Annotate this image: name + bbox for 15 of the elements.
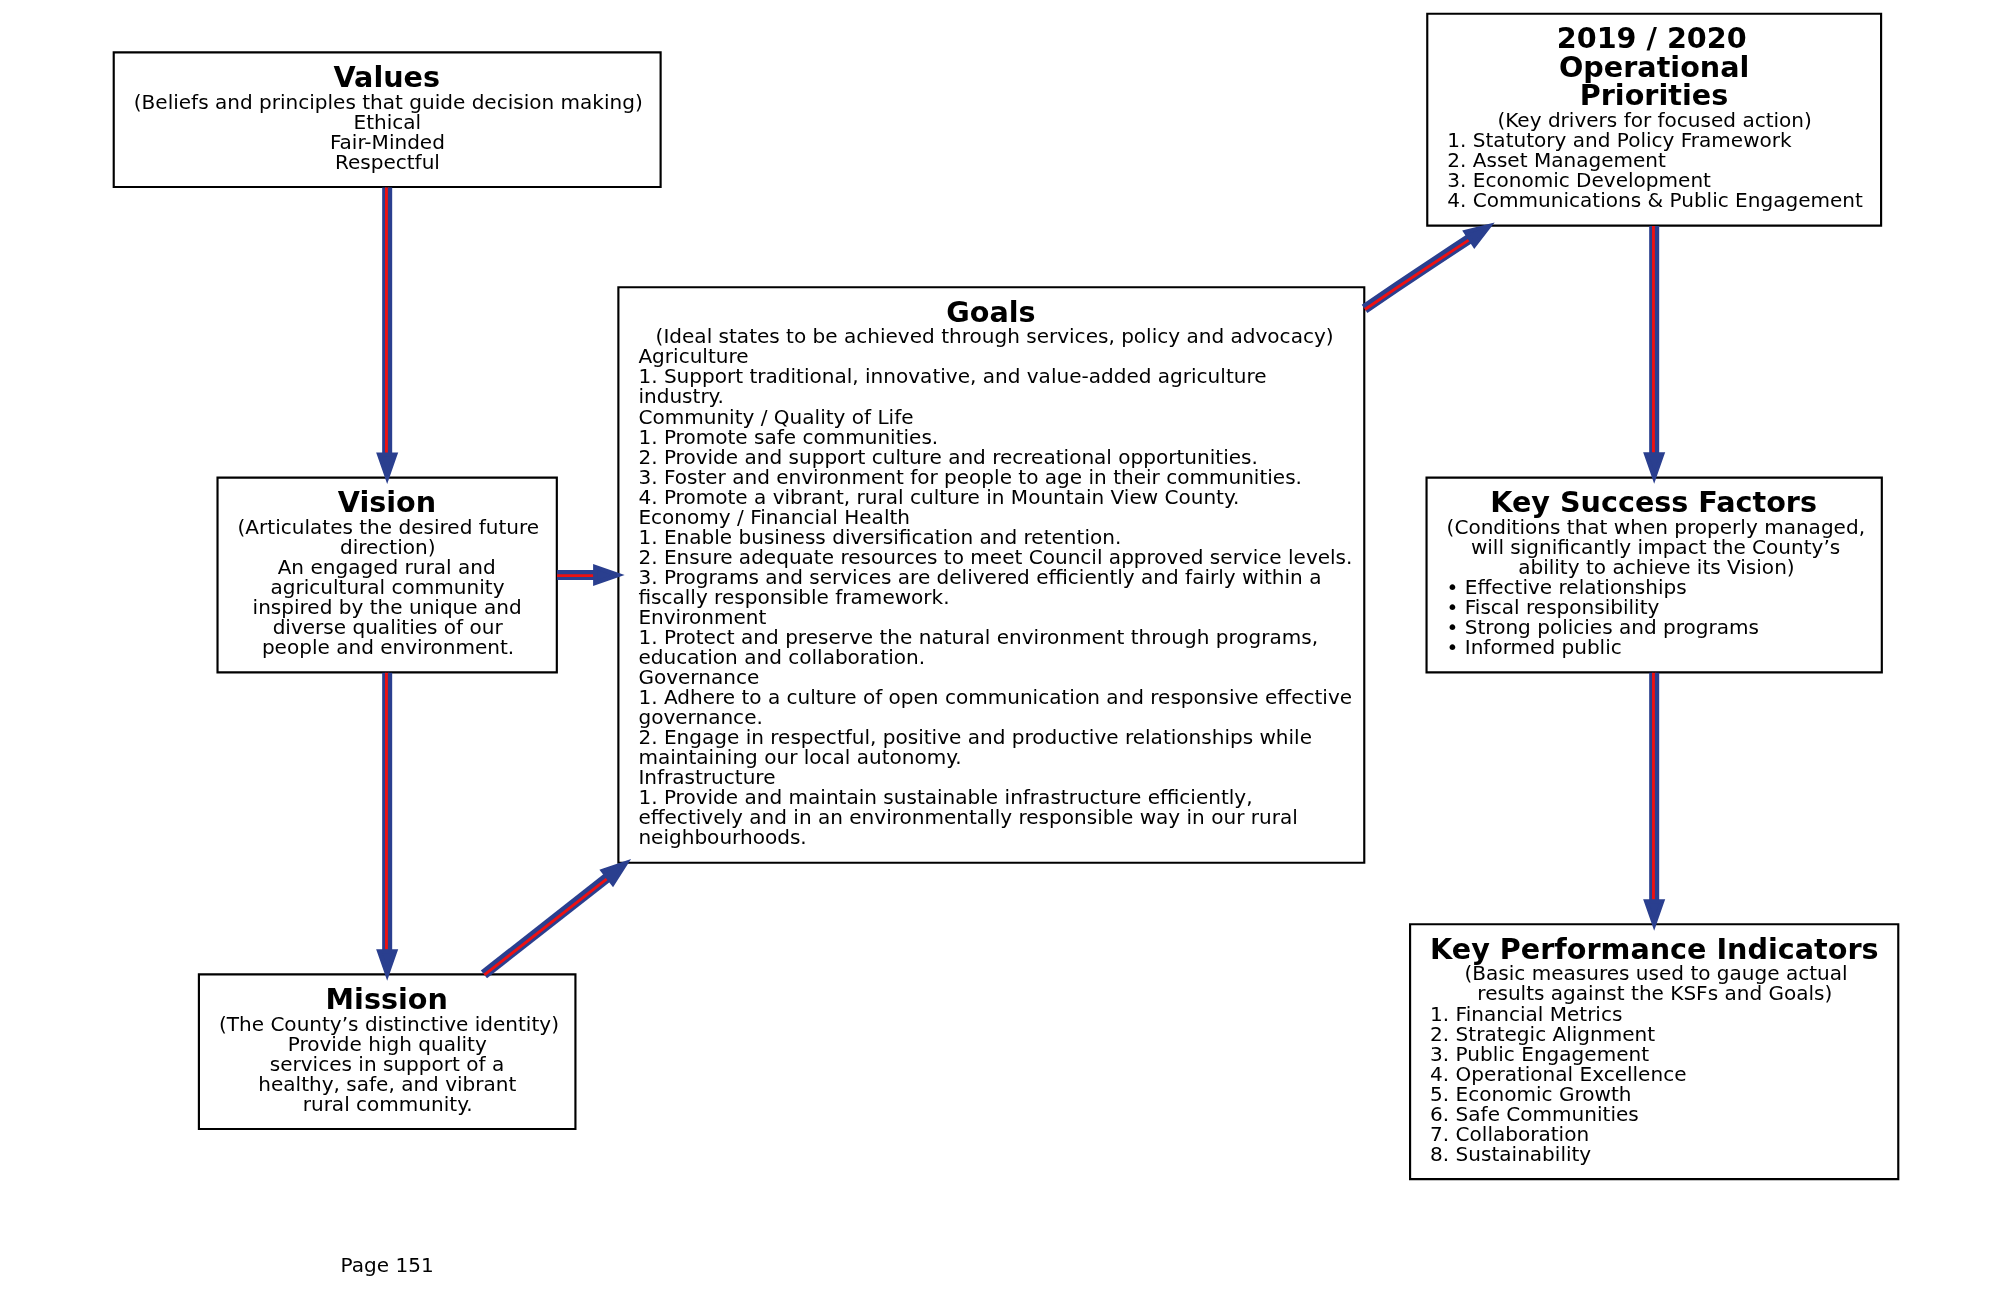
node-box: Key Performance Indicators (Basic measures used to gauge actual results against the KSFs and Goals) 1. Financial Metrics 2. Strategic Alignment 3. Public Engagement 4. Operational Excellence 5. Economic Growth 6. Safe Communities 7. Collaboration 8. Sustainability: [1408, 923, 1899, 1181]
arrow: [375, 672, 398, 981]
arrow: [1642, 672, 1665, 931]
label: Page 151: [340, 1252, 434, 1277]
arrow: [480, 859, 631, 979]
node-box: Key Success Factors (Conditions that when properly managed, will significantly impact the County’s ability to achieve its Vision) • Effective relationships • Fiscal responsibility • Strong policies and programs • Informed public: [1424, 476, 1883, 674]
node-box: Values (Beliefs and principles that guide decision making) Ethical Fair-Minded Respectful: [112, 51, 662, 189]
node-box: Mission (The County’s distinctive identity) Provide high quality services in support of a healthy, safe, and vibrant rural community.: [197, 973, 576, 1131]
arrow: [1361, 222, 1495, 314]
arrow: [1642, 226, 1665, 484]
arrow: [375, 187, 398, 484]
arrow: [556, 563, 625, 586]
node-box: Goals (Ideal states to be achieved through services, policy and advocacy) Agriculture 1. Support traditional, innovative, and value-added agriculture industry. Community / Quality of Life 1. Promote safe communities. 2. Provide and support culture and recreational opportunities. 3. Foster and environment for people to age in their communities. 4. Promote a vibrant, rural culture in Mountain View County. Economy / Financial Health 1. Enable business diversification and retention. 2. Ensure adequate resources to meet Council approved service levels. 3. Programs and services are delivered efficiently and fairly within a fiscally responsible framework. Environment 1. Protect and preserve the natural environment through programs, education and collaboration. Governance 1. Adhere to a culture of open communication and responsive effective governance. 2. Engage in respectful, positive and productive relationships while maintaining our local autonomy. Infrastructure 1. Provide and maintain sustainable infrastructure efficiently, effectively and in an environmentally responsible way in our rural neighbourhoods.: [616, 286, 1365, 864]
node-box: Vision (Articulates the desired future direction) An engaged rural and agricultural community inspired by the unique and diverse qualities of our people and environment.: [215, 476, 558, 674]
node-box: 2019 / 2020 Operational Priorities (Key drivers for focused action) 1. Statutory and Policy Framework 2. Asset Management 3. Economic Development 4. Communications & Public Engagement: [1425, 12, 1882, 227]
